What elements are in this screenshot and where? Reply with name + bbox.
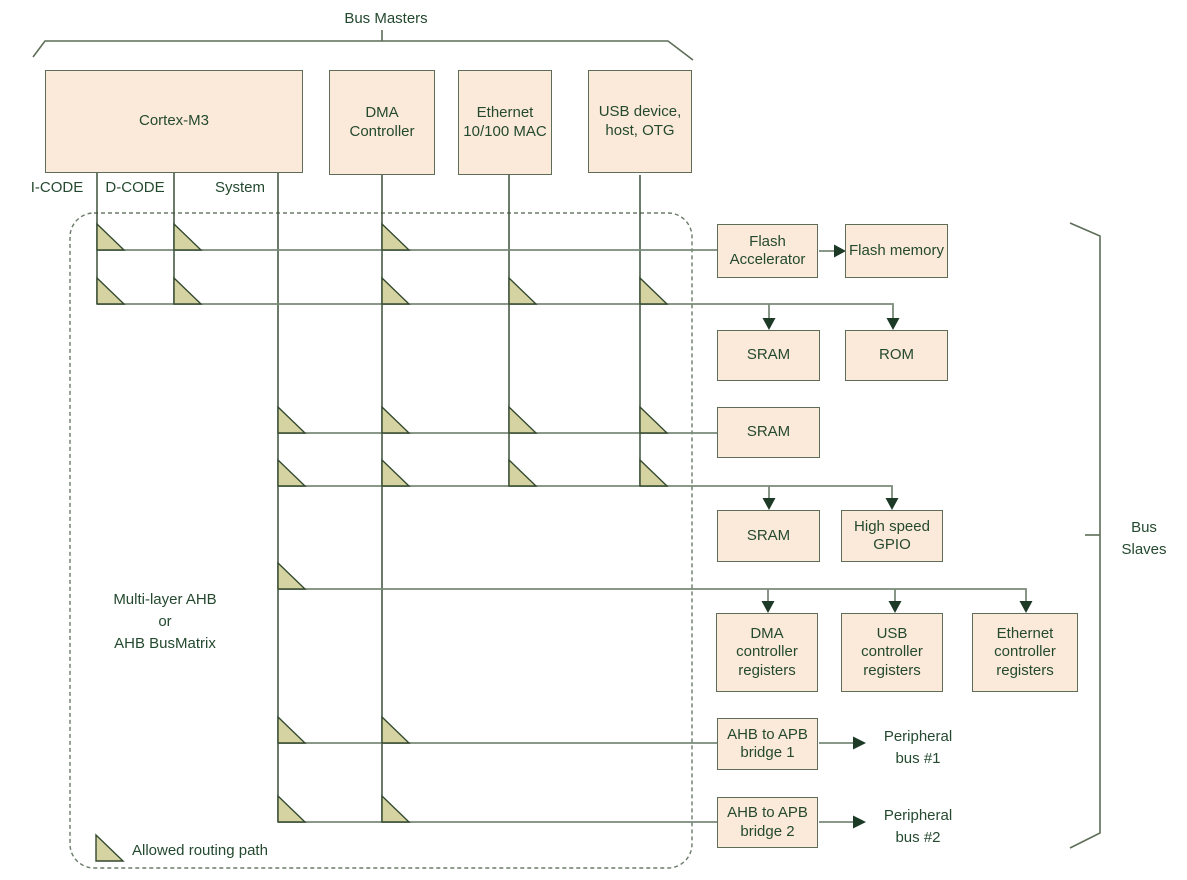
bus-vertical-lines: [96, 173, 641, 822]
routing-triangle: [508, 276, 538, 305]
arrow-down-gpio-icon: [885, 498, 899, 510]
bus-slaves-brace: [1069, 222, 1101, 849]
port-label-icode: I-CODE: [30, 179, 84, 196]
bus-slaves-label-line1: Bus: [1131, 519, 1157, 536]
slave-flash-memory: Flash memory: [845, 224, 948, 278]
routing-triangle: [381, 794, 411, 823]
master-cortex-m3: Cortex-M3: [45, 70, 303, 173]
arrow-down-dma-regs-icon: [761, 601, 775, 613]
slave-sram-row4: SRAM: [717, 510, 820, 562]
row-line-sram-rom: [97, 303, 894, 319]
arrow-down-rom-icon: [886, 318, 900, 330]
matrix-label-line3: AHB BusMatrix: [114, 634, 216, 652]
slave-sram-row3: SRAM: [717, 407, 820, 458]
routing-triangle: [277, 561, 307, 590]
slave-flash-accelerator: Flash Accelerator: [717, 224, 818, 278]
slave-rom: ROM: [845, 330, 948, 381]
bus-masters-brace: [32, 30, 694, 61]
slave-ethernet-registers: Ethernet controller registers: [972, 613, 1078, 692]
routing-triangle: [173, 222, 203, 251]
master-ethernet-mac: Ethernet 10/100 MAC: [458, 70, 552, 175]
bus-slaves-label-line2: Slaves: [1121, 540, 1167, 558]
port-label-dcode: D-CODE: [105, 179, 165, 196]
master-dma-controller: DMA Controller: [329, 70, 435, 175]
slave-high-speed-gpio: High speed GPIO: [841, 510, 943, 562]
slave-ahb-apb-bridge1: AHB to APB bridge 1: [717, 718, 818, 770]
arrow-right-peripheral2-icon: [853, 815, 866, 829]
row-line-sram-gpio: [278, 485, 893, 499]
bus-slaves-label: Bus Slaves: [1108, 517, 1180, 561]
arrow-right-flash-memory-icon: [834, 244, 846, 258]
routing-triangle: [639, 276, 669, 305]
arrow-down-usb-regs-icon: [888, 601, 902, 613]
master-usb: USB device, host, OTG: [588, 70, 692, 173]
routing-triangle: [381, 405, 411, 434]
arrow-down-sram3-icon: [762, 498, 776, 510]
bus-masters-label: Bus Masters: [344, 10, 428, 27]
routing-triangles: [96, 222, 669, 823]
slave-dma-registers: DMA controller registers: [716, 613, 818, 692]
peripheral-bus2-label: Peripheral bus #2: [883, 807, 953, 846]
routing-triangle: [381, 276, 411, 305]
legend-label: Allowed routing path: [132, 842, 268, 859]
routing-triangle: [639, 458, 669, 487]
arrowheads: [761, 244, 1033, 829]
routing-triangle: [277, 794, 307, 823]
routing-triangle: [639, 405, 669, 434]
port-label-system: System: [214, 179, 265, 196]
arrow-down-sram-icon: [762, 318, 776, 330]
routing-triangle: [96, 222, 126, 251]
routing-triangle: [381, 715, 411, 744]
routing-triangle: [173, 276, 203, 305]
arrow-down-eth-regs-icon: [1019, 601, 1033, 613]
arrow-right-peripheral1-icon: [853, 736, 866, 750]
slave-usb-registers: USB controller registers: [841, 613, 943, 692]
routing-triangle: [96, 276, 126, 305]
routing-triangle: [381, 222, 411, 251]
matrix-label-line2: or: [158, 612, 172, 630]
row-line-registers: [278, 588, 1027, 602]
routing-triangle: [381, 458, 411, 487]
routing-triangle: [508, 405, 538, 434]
bus-matrix-boundary: [69, 212, 693, 869]
slave-sram-row2: SRAM: [717, 330, 820, 381]
routing-triangle: [508, 458, 538, 487]
allowed-routing-triangle-icon: [95, 833, 125, 862]
routing-triangle: [277, 405, 307, 434]
routing-triangle: [277, 458, 307, 487]
routing-triangle: [277, 715, 307, 744]
matrix-label-line1: Multi-layer AHB: [113, 591, 217, 608]
peripheral-bus1-label: Peripheral bus #1: [883, 728, 953, 767]
slave-ahb-apb-bridge2: AHB to APB bridge 2: [717, 797, 818, 848]
matrix-label: Multi-layer AHB or AHB BusMatrix: [90, 589, 240, 654]
